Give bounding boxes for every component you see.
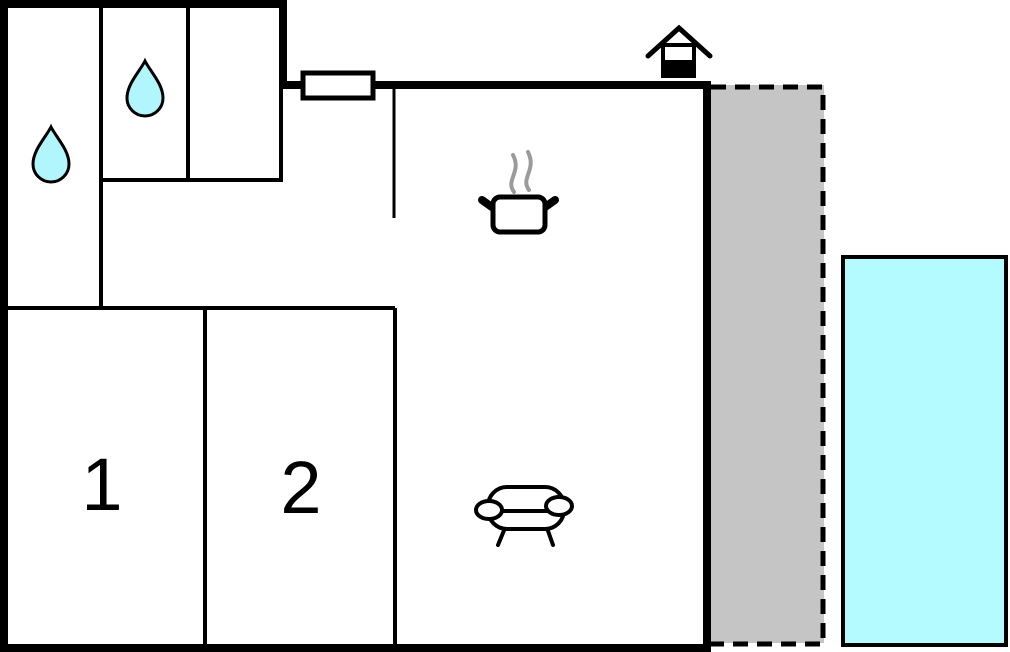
chimney-icon [645,24,713,78]
steam-line [524,150,533,192]
interior-walls [4,8,397,644]
chimney-box-fill [661,60,696,78]
terrace-dashed-border [711,84,826,647]
pot-body [490,194,548,235]
sofa-armrest-left [474,499,504,521]
terrace-area [711,84,826,647]
sofa-legs [496,526,555,547]
cooking-pot-icon [478,150,559,235]
water-drop-icon [125,57,165,118]
steam-line [509,153,518,194]
terrace-fill [711,85,824,643]
building-outline [0,0,711,652]
room-2-label: 2 [280,446,321,529]
swimming-pool [841,255,1008,647]
chimney-roof [645,24,713,59]
sofa-armrest-right [544,495,574,517]
window-symbol [300,70,376,101]
sofa-icon [474,485,574,547]
water-drop-icon [31,123,71,184]
room-1-label: 1 [81,443,122,526]
